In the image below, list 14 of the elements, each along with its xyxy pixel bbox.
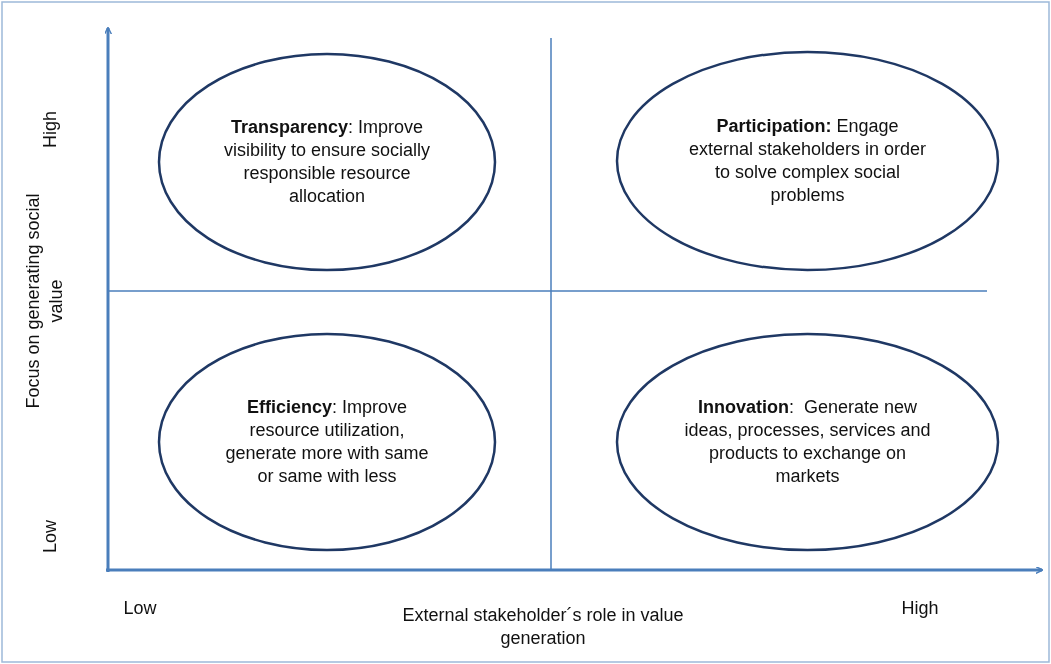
- axis-tick-label: Low: [38, 519, 61, 555]
- quadrant-ellipse: [157, 52, 497, 272]
- quadrant-ellipse: [615, 50, 1000, 272]
- quadrant-description: Innovation: Generate new ideas, processes, services and products to exchange on markets: [684, 396, 931, 488]
- axis-tick-label: Low: [122, 597, 158, 620]
- axis-tick-label: High: [38, 110, 61, 150]
- axis-title: External stakeholder´s role in value generation: [401, 604, 685, 650]
- quadrant-description: Transparency: Improve visibility to ensure socially responsible resource allocation: [222, 116, 432, 208]
- quadrant-description: Efficiency: Improve resource utilization, generate more with same or same with less: [224, 396, 430, 488]
- quadrant-ellipse: [615, 332, 1000, 552]
- axis-title: Focus on generating social value: [22, 192, 67, 411]
- quadrant-ellipse: [157, 332, 497, 552]
- axis-tick-label: High: [900, 597, 940, 620]
- quadrant-description: Participation: Engage external stakeholders in order to solve complex social problems: [687, 115, 928, 207]
